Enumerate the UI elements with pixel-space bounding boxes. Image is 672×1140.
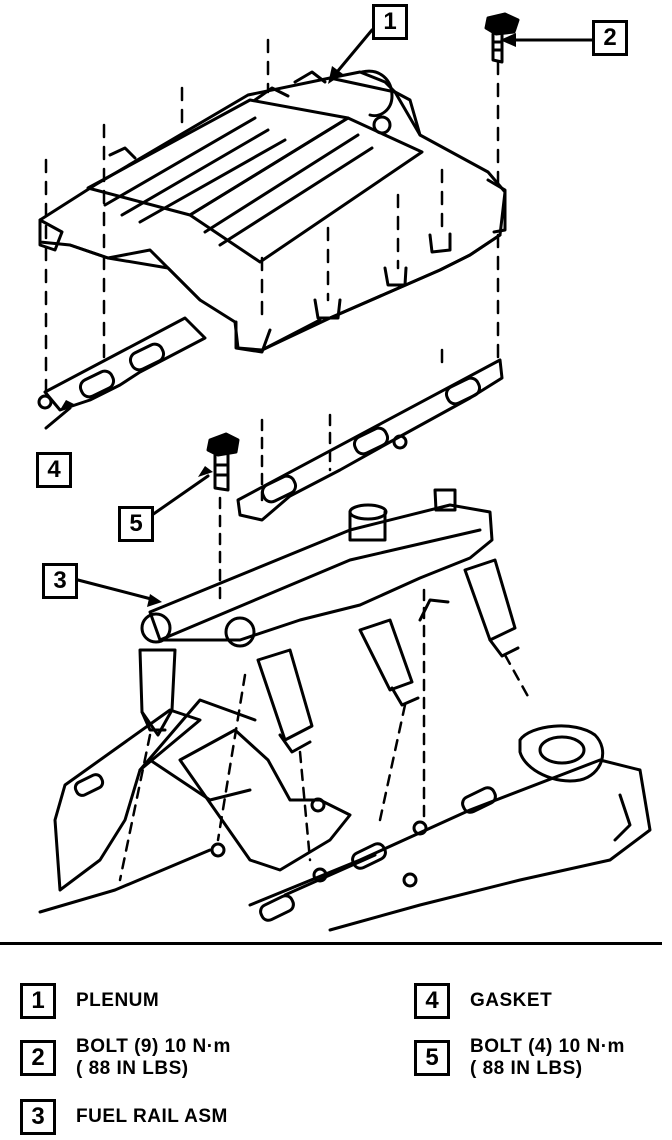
legend-label-bolt-5-line1: BOLT (4) 10 N·m xyxy=(470,1036,625,1057)
callout-1: 1 xyxy=(372,4,408,40)
plenum-drawing xyxy=(38,69,507,354)
legend-divider xyxy=(0,942,662,945)
legend-label-bolt-2-line2: ( 88 IN LBS) xyxy=(76,1058,189,1079)
legend-number-2: 2 xyxy=(20,1040,56,1076)
exploded-view-drawing xyxy=(37,12,652,932)
callout-2: 2 xyxy=(592,20,628,56)
rail-guides xyxy=(118,413,532,882)
legend-label-gasket: GASKET xyxy=(470,990,553,1011)
legend-label-plenum: PLENUM xyxy=(76,990,160,1011)
legend-label-bolt-2-line1: BOLT (9) 10 N·m xyxy=(76,1036,231,1057)
bolt-2-drawing xyxy=(484,12,520,64)
legend-number-4: 4 xyxy=(414,983,450,1019)
bolt-5-drawing xyxy=(206,432,240,492)
callout-5: 5 xyxy=(118,506,154,542)
legend-number-1: 1 xyxy=(20,983,56,1019)
callout-4: 4 xyxy=(36,452,72,488)
legend-number-3: 3 xyxy=(20,1099,56,1135)
leader-lines xyxy=(44,28,600,602)
callout-3: 3 xyxy=(42,563,78,599)
plenum-bolt-guides xyxy=(44,38,500,402)
legend-label-bolt-5-line2: ( 88 IN LBS) xyxy=(470,1058,583,1079)
fuel-rail-drawing xyxy=(138,488,520,754)
legend-label-fuel-rail: FUEL RAIL ASM xyxy=(76,1106,228,1127)
lower-intake-drawing xyxy=(38,698,652,932)
gasket-drawing xyxy=(37,316,504,522)
legend-number-5: 5 xyxy=(414,1040,450,1076)
